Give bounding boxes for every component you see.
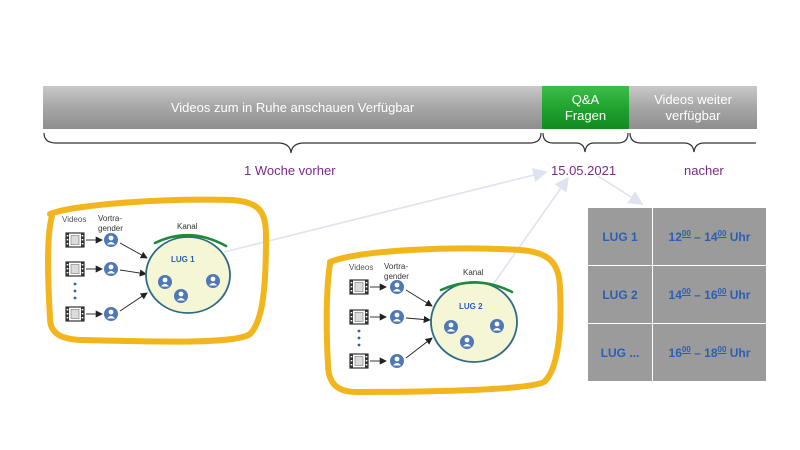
channel-circle-2: [430, 281, 518, 363]
timeline-bar-after-label-2: verfügbar: [665, 107, 721, 123]
channel-label-2: Kanal: [463, 268, 484, 277]
arrow-lug2-to-date: [491, 176, 569, 287]
film-icon: [65, 306, 85, 322]
caption-before: 1 Woche vorher: [244, 163, 336, 178]
person-icon: [390, 354, 404, 368]
person-icon: [104, 307, 118, 321]
arrow-date-to-table: [597, 175, 644, 205]
timeline-bar-qa-label-2: Fragen: [564, 107, 607, 123]
person-icon: [174, 289, 188, 303]
schedule-table: LUG 1 1200 – 1400 Uhr LUG 2 1400 – 1600 …: [587, 207, 767, 382]
brace-after: [629, 132, 756, 153]
film-icon: [65, 261, 85, 277]
person-icon: [390, 310, 404, 324]
person-icon: [206, 274, 220, 288]
film-icon: [65, 232, 85, 248]
channel-arc-1: [153, 233, 228, 248]
schedule-time: 1400 – 1600 Uhr: [652, 265, 767, 324]
person-icon: [490, 319, 504, 333]
speakers-label-1b: gender: [98, 224, 123, 233]
timeline-bar-after-label-1: Videos weiter: [654, 91, 732, 107]
timeline-bar-videos: Videos zum in Ruhe anschauen Verfügbar: [43, 86, 542, 129]
speakers-label-2b: gender: [384, 272, 409, 281]
film-icon: [349, 279, 369, 295]
lug-group-2: Videos Vortra- gender Kanal LUG 2: [323, 245, 564, 396]
timeline-bar-qa-label-1: Q&A: [571, 91, 600, 107]
schedule-time: 1600 – 1800 Uhr: [652, 323, 767, 382]
table-row: LUG ... 1600 – 1800 Uhr: [587, 323, 767, 382]
speakers-label-2a: Vortra-: [384, 262, 408, 271]
timeline-bar-videos-label: Videos zum in Ruhe anschauen Verfügbar: [170, 100, 415, 115]
schedule-time: 1200 – 1400 Uhr: [652, 207, 767, 266]
arrow-lug1-to-date: [223, 168, 548, 253]
film-icon: [349, 353, 369, 369]
channel-circle-1: [145, 236, 231, 314]
videos-label-2: Videos: [349, 263, 373, 272]
lug-label-2: LUG 2: [459, 302, 483, 311]
table-row: LUG 2 1400 – 1600 Uhr: [587, 265, 767, 324]
schedule-lug: LUG 1: [587, 207, 653, 266]
caption-after: nacher: [684, 163, 724, 178]
brace-qa: [542, 132, 629, 153]
lug-group-1: Videos Vortra- gender Kanal LUG 1: [45, 196, 270, 345]
speakers-label-1a: Vortra-: [98, 214, 122, 223]
lug-label-1: LUG 1: [171, 255, 195, 264]
brace-before: [43, 132, 542, 154]
person-icon: [390, 280, 404, 294]
film-icon: [349, 309, 369, 325]
person-icon: [104, 262, 118, 276]
timeline-bar-after: Videos weiter verfügbar: [629, 86, 757, 129]
schedule-lug: LUG 2: [587, 265, 653, 324]
table-row: LUG 1 1200 – 1400 Uhr: [587, 207, 767, 266]
caption-date: 15.05.2021: [551, 163, 617, 178]
group-frame-2: [323, 245, 564, 396]
person-icon: [460, 335, 474, 349]
channel-label-1: Kanal: [177, 222, 198, 231]
person-icon: [158, 275, 172, 289]
person-icon: [444, 320, 458, 334]
videos-label-1: Videos: [62, 215, 86, 224]
channel-arc-2: [439, 281, 514, 294]
person-icon: [104, 233, 118, 247]
group-frame-1: [45, 196, 270, 345]
timeline-bar-qa: Q&A Fragen: [542, 86, 629, 129]
schedule-lug: LUG ...: [587, 323, 653, 382]
